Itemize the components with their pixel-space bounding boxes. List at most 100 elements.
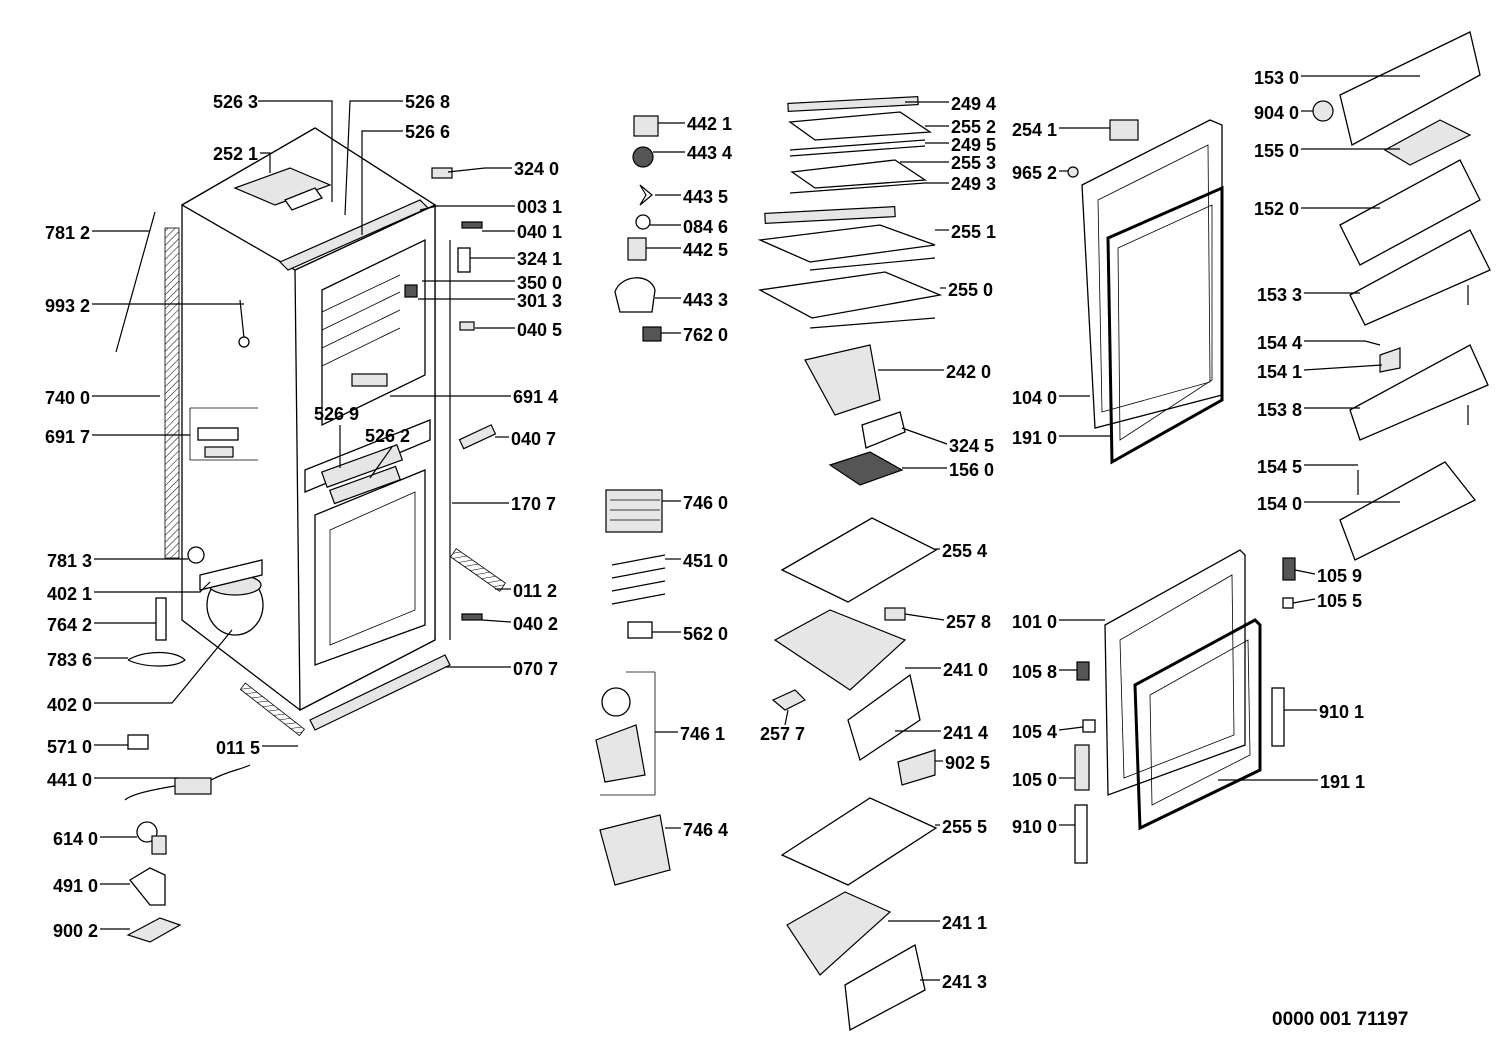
part-label-153-0: 153 0 [1254,68,1299,88]
part-label-526-8: 526 8 [405,92,450,112]
leader-324-5 [901,427,948,445]
part-label-783-6: 783 6 [47,650,92,670]
leader-105-4 [1058,726,1084,731]
part-label-191-1: 191 1 [1320,772,1365,792]
part-label-255-0: 255 0 [948,280,993,300]
part-label-105-8: 105 8 [1012,662,1057,682]
cabinet-illustration [115,127,506,943]
part-label-526-2: 526 2 [365,426,410,446]
part-label-249-4: 249 4 [951,94,996,114]
leader-lines [92,75,1420,981]
part-label-241-3: 241 3 [942,972,987,992]
part-label-746-1: 746 1 [680,724,725,744]
part-label-402-0: 402 0 [47,695,92,715]
part-label-691-7: 691 7 [45,427,90,447]
part-label-526-3: 526 3 [213,92,258,112]
part-label-070-7: 070 7 [513,659,558,679]
part-label-241-1: 241 1 [942,913,987,933]
part-label-040-7: 040 7 [511,429,556,449]
part-label-153-8: 153 8 [1257,400,1302,420]
part-label-910-1: 910 1 [1319,702,1364,722]
part-label-105-5: 105 5 [1317,591,1362,611]
part-label-441-0: 441 0 [47,770,92,790]
part-label-241-0: 241 0 [943,660,988,680]
document-number: 0000 001 71197 [1272,1009,1408,1030]
part-label-241-4: 241 4 [943,723,988,743]
part-label-993-2: 993 2 [45,296,90,316]
part-label-105-4: 105 4 [1012,722,1057,742]
part-label-252-1: 252 1 [213,144,258,164]
leader-154-4 [1304,340,1381,346]
part-label-152-0: 152 0 [1254,199,1299,219]
part-label-191-0: 191 0 [1012,428,1057,448]
part-label-153-3: 153 3 [1257,285,1302,305]
part-label-242-0: 242 0 [946,362,991,382]
leader-252-1 [260,152,271,173]
part-label-255-2: 255 2 [951,117,996,137]
part-label-442-1: 442 1 [687,114,732,134]
part-label-443-5: 443 5 [683,187,728,207]
part-label-904-0: 904 0 [1254,103,1299,123]
part-label-301-3: 301 3 [517,291,562,311]
part-label-526-9: 526 9 [314,404,359,424]
part-label-040-5: 040 5 [517,320,562,340]
part-label-255-5: 255 5 [942,817,987,837]
part-label-257-7: 257 7 [760,724,805,744]
leader-040-2 [481,619,512,623]
part-label-003-1: 003 1 [517,197,562,217]
leader-257-8 [904,613,945,621]
part-label-105-9: 105 9 [1317,566,1362,586]
part-label-101-0: 101 0 [1012,612,1057,632]
part-label-571-0: 571 0 [47,737,92,757]
part-label-526-6: 526 6 [405,122,450,142]
part-label-746-0: 746 0 [683,493,728,513]
part-label-084-6: 084 6 [683,217,728,237]
doors-illustration [1067,119,1296,864]
leader-526-6 [361,130,403,235]
part-label-254-1: 254 1 [1012,120,1057,140]
part-label-011-2: 011 2 [513,581,557,601]
part-label-154-0: 154 0 [1257,494,1302,514]
part-label-491-0: 491 0 [53,876,98,896]
part-label-324-1: 324 1 [517,249,562,269]
part-label-443-3: 443 3 [683,290,728,310]
leader-257-7 [784,709,789,726]
part-label-156-0: 156 0 [949,460,994,480]
part-label-255-4: 255 4 [942,541,987,561]
leader-526-3 [258,100,333,202]
part-label-249-5: 249 5 [951,135,996,155]
part-label-781-3: 781 3 [47,551,92,571]
part-label-170-7: 170 7 [511,494,556,514]
part-label-451-0: 451 0 [683,551,728,571]
part-label-740-0: 740 0 [45,388,90,408]
part-label-255-3: 255 3 [951,153,996,173]
part-label-614-0: 614 0 [53,829,98,849]
part-label-154-5: 154 5 [1257,457,1302,477]
part-label-443-4: 443 4 [687,143,732,163]
part-label-900-2: 900 2 [53,921,98,941]
leader-324-0 [447,167,512,173]
fan-evaporator-illustration [595,115,671,886]
part-label-255-1: 255 1 [951,222,996,242]
part-label-781-2: 781 2 [45,223,90,243]
part-label-965-2: 965 2 [1012,163,1057,183]
leader-154-1 [1303,364,1383,371]
part-label-910-0: 910 0 [1012,817,1057,837]
part-label-040-1: 040 1 [517,222,562,242]
leader-526-2 [369,446,393,479]
part-label-762-0: 762 0 [683,325,728,345]
part-label-105-0: 105 0 [1012,770,1057,790]
part-label-746-4: 746 4 [683,820,728,840]
part-label-011-5: 011 5 [216,738,260,758]
leader-003-1 [419,205,515,211]
part-label-402-1: 402 1 [47,584,92,604]
part-label-350-0: 350 0 [517,273,562,293]
leader-402-0 [94,629,233,704]
part-label-154-1: 154 1 [1257,362,1302,382]
part-label-691-4: 691 4 [513,387,558,407]
part-label-442-5: 442 5 [683,240,728,260]
part-label-562-0: 562 0 [683,624,728,644]
door-bins-illustration [1312,31,1491,561]
